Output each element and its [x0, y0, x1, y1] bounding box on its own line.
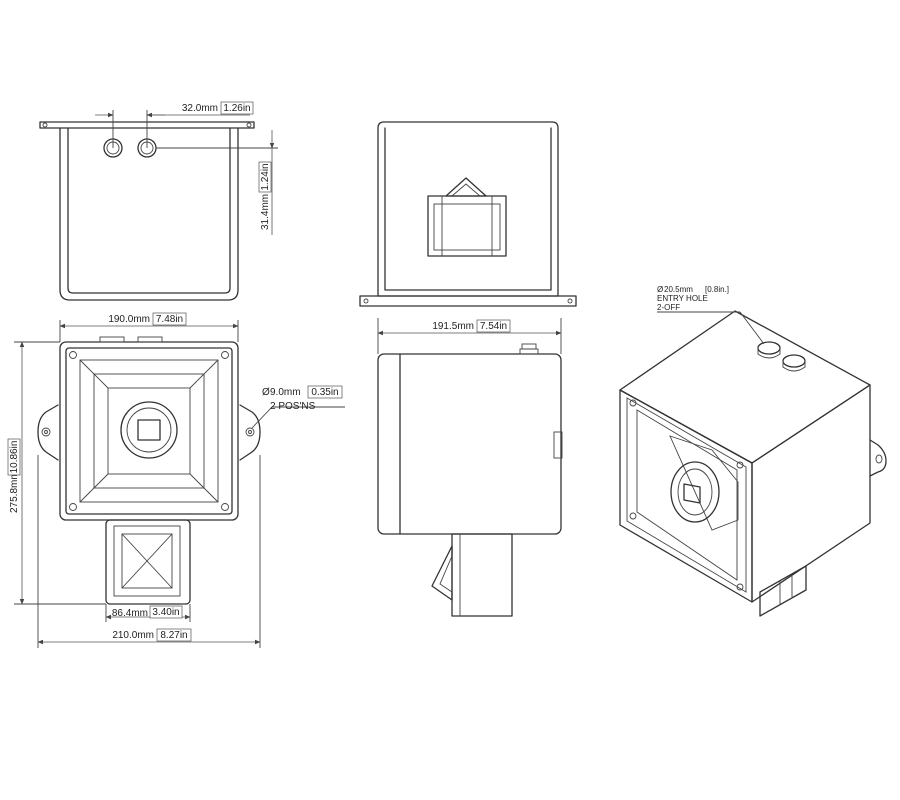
side-driver [431, 533, 513, 617]
rear-view [359, 121, 577, 307]
dim-front-height-in: 10.86in [9, 441, 20, 474]
corner-screws [69, 351, 229, 511]
dim-spacing-in: 1.26in [223, 103, 250, 114]
entry-hole-count: 2-OFF [657, 303, 680, 312]
dim-front-height-mm: 275.8mm [9, 471, 20, 513]
dim-front-width-mm: 190.0mm [108, 314, 150, 325]
top-view: 32.0mm 1.26in 31.4mm 1.24in [39, 101, 278, 301]
dim-side-mm: 191.5mm [432, 321, 474, 332]
dim-overall-mm: 210.0mm [112, 630, 154, 641]
dim-overall-in: 8.27in [160, 630, 187, 641]
dim-hole-symbol: Ø [262, 387, 270, 398]
iso-glands [757, 341, 806, 372]
entry-hole-size: 20.5mm [664, 285, 693, 294]
dim-horn-mm: 86.4mm [112, 608, 148, 619]
side-view: 191.5mm 7.54in [377, 318, 563, 617]
driver-housing [105, 519, 191, 605]
rear-driver [427, 177, 507, 257]
dim-depth-mm: 31.4mm [260, 194, 271, 230]
isometric-view: Ø 20.5mm [0.8in.] ENTRY HOLE 2-OFF [619, 285, 887, 617]
entry-hole-label: ENTRY HOLE [657, 294, 708, 303]
dim-hole-note: 2 POS'NS [270, 401, 316, 412]
dim-spacing-mm: 32.0mm [182, 103, 218, 114]
dim-depth-in: 1.24in [260, 163, 271, 190]
iso-driver [759, 565, 807, 617]
entry-hole-symbol: Ø [657, 285, 663, 294]
dim-hole-mm: 9.0mm [270, 387, 301, 398]
dim-hole-in: 0.35in [311, 387, 338, 398]
entry-hole-in: [0.8in.] [705, 285, 729, 294]
front-view: 190.0mm 7.48in 275.8mm 10.86in Ø 9.0mm 0… [7, 312, 345, 648]
iso-screws [629, 399, 744, 591]
dim-horn-in: 3.40in [152, 607, 179, 618]
dim-front-width-in: 7.48in [156, 314, 183, 325]
iso-horn [669, 435, 739, 531]
dim-side-in: 7.54in [480, 321, 507, 332]
